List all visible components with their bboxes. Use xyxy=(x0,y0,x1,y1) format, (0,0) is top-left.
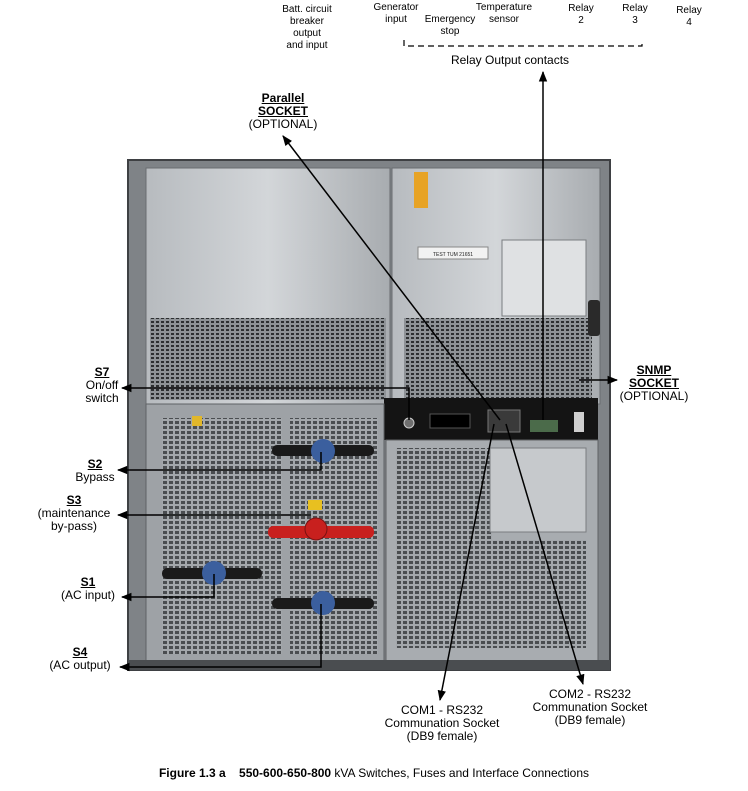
com2-leader xyxy=(505,423,585,686)
caption-text: kVA Switches, Fuses and Interface Connec… xyxy=(331,766,590,780)
upper-grille-right xyxy=(404,318,592,400)
warning-sticker xyxy=(414,172,428,208)
s3-switch xyxy=(268,500,374,541)
label-s4: S4 (AC output) xyxy=(49,645,111,672)
panel-sticker: TEST TUM 21651 xyxy=(433,252,473,258)
label-s2: S2 Bypass xyxy=(75,457,115,484)
s7-leader xyxy=(120,383,410,420)
label-com2: COM2 - RS232 Communation Socket (DB9 fem… xyxy=(532,687,648,727)
s2-switch xyxy=(272,439,374,463)
s1-switch xyxy=(162,561,262,585)
label-emergency: Emergency stop xyxy=(424,14,476,37)
figure-caption: Figure 1.3 a 550-600-650-800 kVA Switche… xyxy=(0,766,748,780)
label-temperature: Temperature sensor xyxy=(475,2,533,25)
label-relay3: Relay 3 xyxy=(622,3,648,26)
caption-models: 550-600-650-800 xyxy=(239,766,332,780)
label-s7: S7 On/off switch xyxy=(85,365,119,405)
s4-switch xyxy=(272,591,374,615)
label-relay2: Relay 2 xyxy=(568,3,594,26)
upper-grille-left xyxy=(150,318,386,400)
label-generator: Generator input xyxy=(373,2,419,25)
label-snmp-socket: SNMP SOCKET (OPTIONAL) xyxy=(619,363,689,403)
label-s3: S3 (maintenance by-pass) xyxy=(37,493,111,533)
lower-right-box xyxy=(489,447,587,533)
label-s1: S1 (AC input) xyxy=(60,575,116,602)
s1-leader xyxy=(120,574,215,602)
label-relay-output: Relay Output contacts xyxy=(450,53,570,67)
cabinet-base xyxy=(128,660,610,670)
caption-prefix: Figure 1.3 a xyxy=(158,766,226,780)
parallel-leader xyxy=(282,135,501,421)
lower-grille-left xyxy=(162,418,282,654)
s2-leader xyxy=(116,452,322,475)
upper-right-window xyxy=(501,239,587,317)
label-parallel-socket: Parallel SOCKET (OPTIONAL) xyxy=(248,91,318,131)
label-relay4: Relay 4 xyxy=(676,5,702,28)
label-batt-breaker: Batt. circuit breaker output and input xyxy=(282,4,332,51)
s4-leader xyxy=(118,604,322,672)
sticker-plate xyxy=(417,246,489,260)
panel-display xyxy=(429,413,471,429)
label-com1: COM1 - RS232 Communation Socket (DB9 fem… xyxy=(384,703,500,743)
relay-terminal xyxy=(530,420,558,432)
com1-leader xyxy=(437,423,495,702)
snmp-slot xyxy=(574,412,584,432)
caution-sticker xyxy=(192,416,202,426)
lower-right-grille2 xyxy=(490,540,586,648)
door-handle xyxy=(588,300,600,336)
lower-right-grille xyxy=(396,448,492,648)
relay-bracket xyxy=(403,40,643,47)
